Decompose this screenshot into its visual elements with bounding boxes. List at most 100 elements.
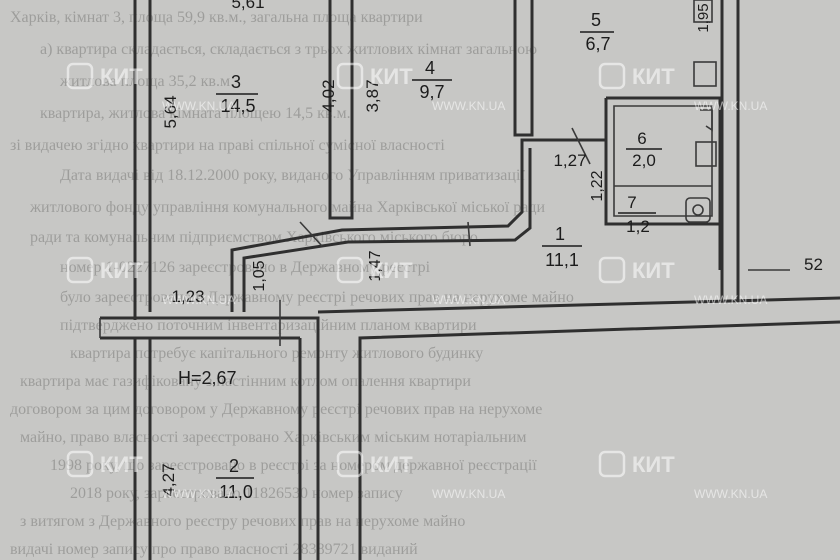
watermark-brand: КИТ: [370, 258, 413, 283]
watermark: КИТ WWW.KN.UA: [336, 450, 505, 501]
room-number: 7: [627, 193, 636, 212]
room-area: 6,7: [585, 34, 610, 54]
watermark-url: WWW.KN.UA: [162, 293, 235, 307]
watermark-logo-icon: [598, 62, 626, 90]
room-number: 2: [229, 456, 239, 476]
room-4-label: 4 9,7: [412, 58, 452, 102]
dim-wall-a: 4,02: [319, 79, 338, 112]
bg-line: Харків, кімнат 3, площа 59,9 кв.м., зага…: [10, 9, 423, 26]
room-number: 6: [637, 129, 646, 148]
bathtub-icon: [685, 197, 711, 223]
room-area: 9,7: [419, 82, 444, 102]
wall-corridor: [230, 138, 606, 312]
watermark-url: WWW.KN.UA: [162, 487, 235, 501]
watermark: КИТ WWW.KN.UA: [66, 256, 235, 307]
walls: [99, 0, 840, 560]
bg-line: ради та комунальним підприємством Харків…: [30, 229, 478, 246]
watermark-logo-icon: [336, 450, 364, 478]
room-3-label: 3 14,5: [216, 72, 258, 116]
watermark-brand: КИТ: [370, 452, 413, 477]
wall-room3-room4: [328, 0, 354, 220]
watermark-brand: КИТ: [632, 452, 675, 477]
watermark-url: WWW.KN.UA: [694, 293, 767, 307]
watermark: КИТ WWW.KN.UA: [66, 450, 235, 501]
watermark-logo-icon: [598, 450, 626, 478]
watermark-brand: КИТ: [100, 64, 143, 89]
room-number: 4: [425, 58, 435, 78]
dim-top-cut: 5,61: [231, 0, 264, 12]
watermark: КИТ WWW.KN.UA: [598, 450, 767, 501]
room-area: 11,0: [219, 482, 253, 502]
sink-icon: [693, 61, 717, 87]
room-area: 2,0: [632, 151, 656, 170]
room-6-label: 6 2,0: [626, 129, 662, 170]
watermark-logo-icon: [336, 256, 364, 284]
ceiling-height-label: H=2,67: [178, 368, 237, 388]
watermark-logo-icon: [66, 450, 94, 478]
wall-hall-top: [317, 296, 840, 314]
watermark-url: WWW.KN.UA: [162, 99, 235, 113]
room-2-label: 2 11,0: [216, 456, 254, 502]
room-7-label: 7 1,2: [618, 193, 656, 236]
wall-service-inner: [613, 105, 713, 217]
dim-door-b: 1,47: [367, 250, 384, 281]
watermark-url: WWW.KN.UA: [432, 487, 505, 501]
watermark-url: WWW.KN.UA: [432, 293, 505, 307]
wall-service-left: [604, 98, 720, 226]
bg-line: квартира має газифіковану з настінним ко…: [20, 373, 471, 390]
background-document-text: Харків, кімнат 3, площа 59,9 кв.м., зага…: [10, 9, 574, 558]
room-1-label: 1 11,1: [542, 224, 582, 270]
watermark-brand: КИТ: [632, 258, 675, 283]
watermarks: КИТ WWW.KN.UA КИТ WWW.KN.UA КИТ WWW.KN.U…: [66, 62, 767, 501]
bg-line: житлова площа 35,2 кв.м.: [59, 73, 234, 90]
watermark-url: WWW.KN.UA: [694, 99, 767, 113]
bg-line: договором за цим договором у Державному …: [10, 401, 542, 418]
dim-corridor-mid: 1,22: [589, 170, 606, 201]
door-swing-c: [571, 127, 591, 165]
bg-line: з витягом з Державного реєстру речових п…: [20, 513, 465, 530]
room-area: 14,5: [220, 96, 255, 116]
watermark-brand: КИТ: [370, 64, 413, 89]
watermark-logo-icon: [66, 256, 94, 284]
door-swing-b: [467, 221, 471, 247]
watermark: КИТ WWW.KN.UA: [336, 62, 505, 113]
watermark: КИТ WWW.KN.UA: [598, 62, 767, 113]
dim-wall-b: 3,87: [363, 79, 382, 112]
dimension-labels: 5,61 5,64 4,02 3,87 1,95 1,27 1,22 1,05 …: [159, 0, 823, 497]
room-area: 11,1: [545, 250, 579, 270]
watermark: КИТ WWW.KN.UA: [336, 256, 505, 307]
room-area: 1,2: [626, 217, 650, 236]
room-number: 1: [555, 224, 565, 244]
bg-line: житлового фонду управління комунального …: [29, 199, 545, 216]
door-swing-a: [299, 221, 323, 247]
bg-line: 2018 року, зареєстровано 11826530 номер …: [70, 485, 403, 502]
wall-hall-left: [100, 316, 320, 560]
watermark-brand: КИТ: [632, 64, 675, 89]
watermark-url: WWW.KN.UA: [694, 487, 767, 501]
room-number: 5: [591, 10, 601, 30]
dim-corner-right: 1,95: [695, 3, 712, 32]
dim-room3-height: 5,64: [161, 95, 180, 128]
watermark: КИТ WWW.KN.UA: [66, 62, 235, 113]
dim-corridor-top: 1,27: [553, 151, 586, 170]
pipe-icon: [700, 109, 713, 132]
bg-line: майно, право власності зареєстровано Хар…: [20, 429, 527, 446]
watermark: КИТ WWW.KN.UA: [598, 256, 767, 307]
toilet-icon: [695, 141, 717, 167]
wall-room4-room5: [513, 0, 534, 137]
bg-line: квартира потребує капітального ремонту ж…: [70, 345, 483, 362]
dim-door-a: 1,05: [251, 260, 268, 291]
dim-hall-width: 1,23: [171, 287, 204, 306]
room-5-label: 5 6,7: [580, 10, 614, 54]
dim-room2-height: 4,27: [159, 463, 178, 496]
bg-line: 1998 року, що зареєстровано в реєстрі за…: [50, 457, 537, 474]
watermark-url: WWW.KN.UA: [432, 99, 505, 113]
watermark-logo-icon: [66, 62, 94, 90]
bg-line: підтверджено поточним інвентаризаційним …: [60, 317, 477, 334]
bg-line: Дата видачі від 18.12.2000 року, виданог…: [60, 167, 525, 184]
bg-line: зі видачею згідно квартири на праві спіл…: [10, 137, 445, 154]
room-number: 3: [231, 72, 241, 92]
dim-edge-right: 52: [804, 255, 823, 274]
bg-line: а) квартира складається, складається з т…: [40, 41, 537, 58]
